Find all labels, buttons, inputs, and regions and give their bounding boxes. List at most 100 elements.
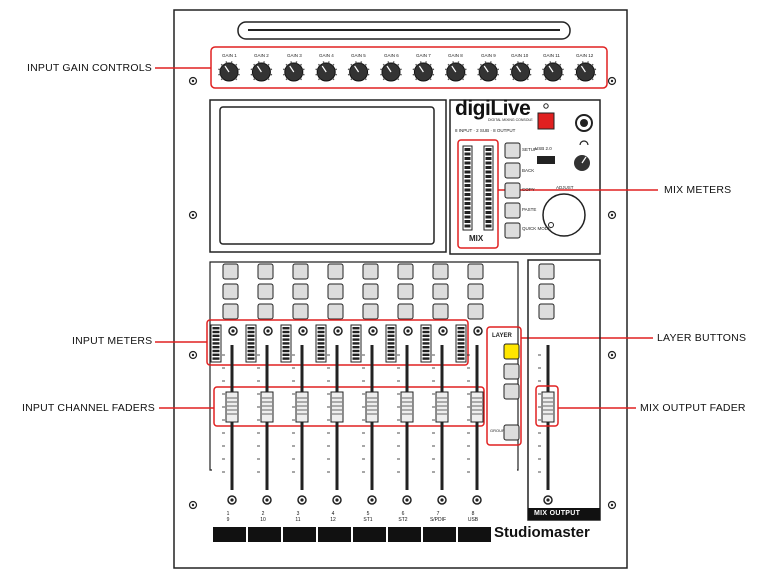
screw-center-1: [191, 79, 195, 83]
input-meter-segment: [282, 357, 290, 360]
gain-knob-grip: [332, 77, 335, 81]
mix-output-button-3[interactable]: [538, 303, 555, 320]
channel-6-button-3[interactable]: [397, 303, 414, 320]
channel-8-button-2[interactable]: [467, 283, 484, 300]
mix-output-led-dot: [546, 498, 550, 502]
channel-8-button-3[interactable]: [467, 303, 484, 320]
gain-knob-grip: [512, 63, 515, 67]
gain-knob-grip: [218, 73, 221, 76]
fader-6-knob[interactable]: [400, 391, 414, 423]
gain-knob-grip: [396, 77, 400, 81]
mix-meter-segment: [485, 152, 492, 156]
gain-knob-grip: [282, 68, 286, 71]
channel-6-button-2[interactable]: [397, 283, 414, 300]
gain-knob-grip: [429, 77, 432, 81]
gain-knob-grip: [317, 63, 321, 67]
layer-button-1[interactable]: [503, 343, 520, 360]
input-meter-segment: [352, 357, 360, 360]
channel-8-button-1[interactable]: [467, 263, 484, 280]
mix-output-fader-knob[interactable]: [541, 391, 555, 423]
gain-knob-grip: [253, 77, 256, 81]
input-meter-segment: [282, 346, 290, 349]
channel-bottom-led-dot: [300, 498, 304, 502]
gain-knob-grip: [489, 61, 492, 64]
fader-2-knob[interactable]: [260, 391, 274, 423]
gain-knob-grip: [512, 77, 515, 81]
channel-5-button-1[interactable]: [362, 263, 379, 280]
channel-5-button-3[interactable]: [362, 303, 379, 320]
input-meter-segment: [282, 353, 290, 356]
mix-output-button-1[interactable]: [538, 263, 555, 280]
channel-4-button-1[interactable]: [327, 263, 344, 280]
side-button-1[interactable]: [504, 142, 521, 159]
channel-4-button-2[interactable]: [327, 283, 344, 300]
input-meter-segment: [282, 334, 290, 337]
gain-knob-grip: [267, 63, 270, 67]
channel-2-button-3[interactable]: [257, 303, 274, 320]
fader-3-knob[interactable]: [295, 391, 309, 423]
channel-indicator-dot: [406, 329, 410, 333]
channel-7-button-3[interactable]: [432, 303, 449, 320]
gain-knob-grip: [464, 73, 467, 76]
mix-meter-segment: [464, 157, 471, 160]
input-meter-segment: [422, 327, 430, 330]
gain-label-8: GAIN 8: [448, 53, 463, 58]
channel-bottom-led-dot: [440, 498, 444, 502]
channel-4-button-3[interactable]: [327, 303, 344, 320]
fader-5-knob[interactable]: [365, 391, 379, 423]
channel-3-button-1[interactable]: [292, 263, 309, 280]
channel-5-button-2[interactable]: [362, 283, 379, 300]
quick-mode-button-label: QUICK MODE: [522, 226, 552, 231]
group-button[interactable]: [503, 424, 520, 441]
channel-1-button-3[interactable]: [222, 303, 239, 320]
gain-knob-grip: [577, 77, 580, 81]
scribble-strip-8: [458, 527, 491, 542]
gain-label-10: GAIN 10: [511, 53, 529, 58]
fader-1-knob[interactable]: [225, 391, 239, 423]
channel-2-button-1[interactable]: [257, 263, 274, 280]
layer-button-2[interactable]: [503, 363, 520, 380]
input-meter-segment: [352, 346, 360, 349]
gain-knob-grip: [399, 73, 402, 76]
gain-knob-grip: [526, 63, 529, 67]
gain-knob-grip: [461, 77, 465, 81]
channel-3-button-3[interactable]: [292, 303, 309, 320]
fader-7-knob[interactable]: [435, 391, 449, 423]
channel-7-button-1[interactable]: [432, 263, 449, 280]
gain-label-12: GAIN 12: [576, 53, 594, 58]
callout-mix-output-fader: MIX OUTPUT FADER: [640, 402, 746, 414]
side-button-2[interactable]: [504, 162, 521, 179]
gain-label-4: GAIN 4: [319, 53, 334, 58]
side-button-3[interactable]: [504, 182, 521, 199]
gain-knob-grip: [285, 63, 288, 67]
channel-1-button-2[interactable]: [222, 283, 239, 300]
gain-knob-grip: [558, 77, 562, 81]
channel-3-button-2[interactable]: [292, 283, 309, 300]
gain-label-11: GAIN 11: [543, 53, 560, 58]
gain-knob-grip: [457, 61, 460, 64]
gain-knob-grip: [315, 68, 318, 71]
channel-7-button-2[interactable]: [432, 283, 449, 300]
gain-knob-grip: [425, 61, 427, 64]
mix-meter-segment: [485, 188, 492, 192]
mix-meter-segment: [464, 211, 471, 214]
channel-6-button-1[interactable]: [397, 263, 414, 280]
side-button-5[interactable]: [504, 222, 521, 239]
input-meter-segment: [247, 357, 255, 360]
input-meter-segment: [422, 334, 430, 337]
input-meter-segment: [387, 346, 395, 349]
side-button-4[interactable]: [504, 202, 521, 219]
touchscreen[interactable]: [219, 106, 435, 245]
gain-knob-grip: [561, 68, 564, 71]
gain-knob-grip: [558, 63, 562, 67]
channel-2-button-2[interactable]: [257, 283, 274, 300]
callout-mix-meters: MIX METERS: [664, 184, 732, 196]
layer-button-3[interactable]: [503, 383, 520, 400]
channel-1-button-1[interactable]: [222, 263, 239, 280]
fader-8-knob[interactable]: [470, 391, 484, 423]
gain-knob-grip: [234, 63, 238, 67]
mix-output-button-2[interactable]: [538, 283, 555, 300]
fader-4-knob[interactable]: [330, 391, 344, 423]
power-button[interactable]: [537, 112, 555, 130]
